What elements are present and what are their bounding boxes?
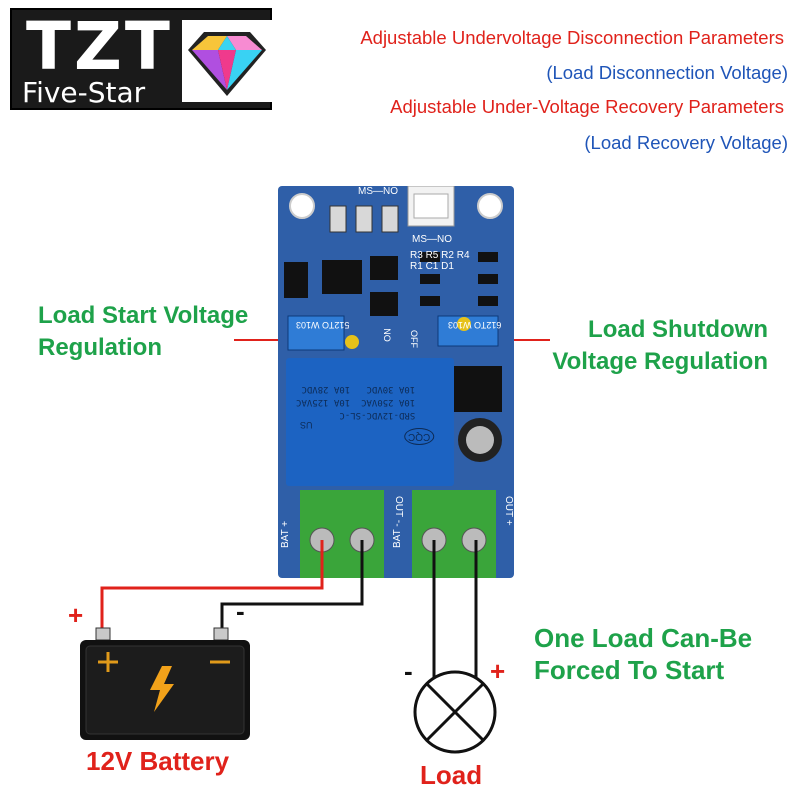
pcb-components bbox=[284, 186, 503, 578]
comp-r4: R4 bbox=[456, 250, 470, 261]
wire-negative bbox=[220, 540, 364, 630]
comp-r1: R1 bbox=[410, 261, 423, 272]
label-load-start-line1: Load Start Voltage bbox=[38, 302, 249, 329]
lamp-icon bbox=[413, 670, 497, 754]
comp-r3: R3 bbox=[410, 250, 423, 261]
comp-r5: R5 bbox=[425, 250, 439, 261]
header-undervoltage-disconnection: Adjustable Undervoltage Disconnection Pa… bbox=[360, 27, 784, 48]
wire-positive bbox=[100, 540, 324, 630]
label-load-start-voltage: Load Start Voltage Regulation bbox=[38, 300, 248, 364]
header-undervoltage-recovery: Adjustable Under-Voltage Recovery Parame… bbox=[390, 96, 784, 117]
battery-label: 12V Battery bbox=[86, 746, 230, 776]
diamond-icon bbox=[182, 20, 272, 102]
comp-r2: R2 bbox=[441, 250, 454, 261]
comp-d1: D1 bbox=[441, 261, 454, 272]
label-forced-line2: Forced To Start bbox=[534, 655, 725, 685]
load-minus-sign: - bbox=[404, 656, 413, 686]
header-load-recovery-voltage: (Load Recovery Voltage) bbox=[584, 132, 788, 153]
load-label: Load bbox=[420, 760, 483, 790]
board-connector-label: MS—NO bbox=[358, 186, 398, 197]
board-component-labels: R3 R5 R2 R4 R1 C1 D1 bbox=[410, 250, 470, 272]
header-load-disconnection-voltage: (Load Disconnection Voltage) bbox=[546, 62, 788, 83]
label-load-shutdown-line1: Load Shutdown bbox=[588, 316, 768, 343]
relay: SRD-12VDC-SL-C 10A 250VAC 10A 125VAC 10A… bbox=[286, 358, 454, 486]
board-connector-label-2: MS—NO bbox=[412, 234, 452, 245]
battery-minus-sign: - bbox=[236, 596, 245, 626]
load-plus-sign: + bbox=[490, 656, 506, 686]
label-forced-start: One Load Can-Be Forced To Start bbox=[534, 622, 752, 686]
comp-c1: C1 bbox=[425, 261, 439, 272]
logo-brand-text: TZT bbox=[26, 8, 173, 85]
label-load-shutdown-voltage: Load Shutdown Voltage Regulation bbox=[552, 314, 768, 378]
label-load-start-line2: Regulation bbox=[38, 334, 162, 361]
label-load-shutdown-line2: Voltage Regulation bbox=[552, 348, 768, 375]
battery-icon bbox=[80, 627, 250, 740]
battery-plus-sign: + bbox=[68, 600, 84, 630]
brand-logo: TZT Five-Star bbox=[10, 8, 272, 110]
logo-tagline: Five-Star bbox=[22, 76, 146, 109]
label-forced-line1: One Load Can-Be bbox=[534, 623, 753, 653]
